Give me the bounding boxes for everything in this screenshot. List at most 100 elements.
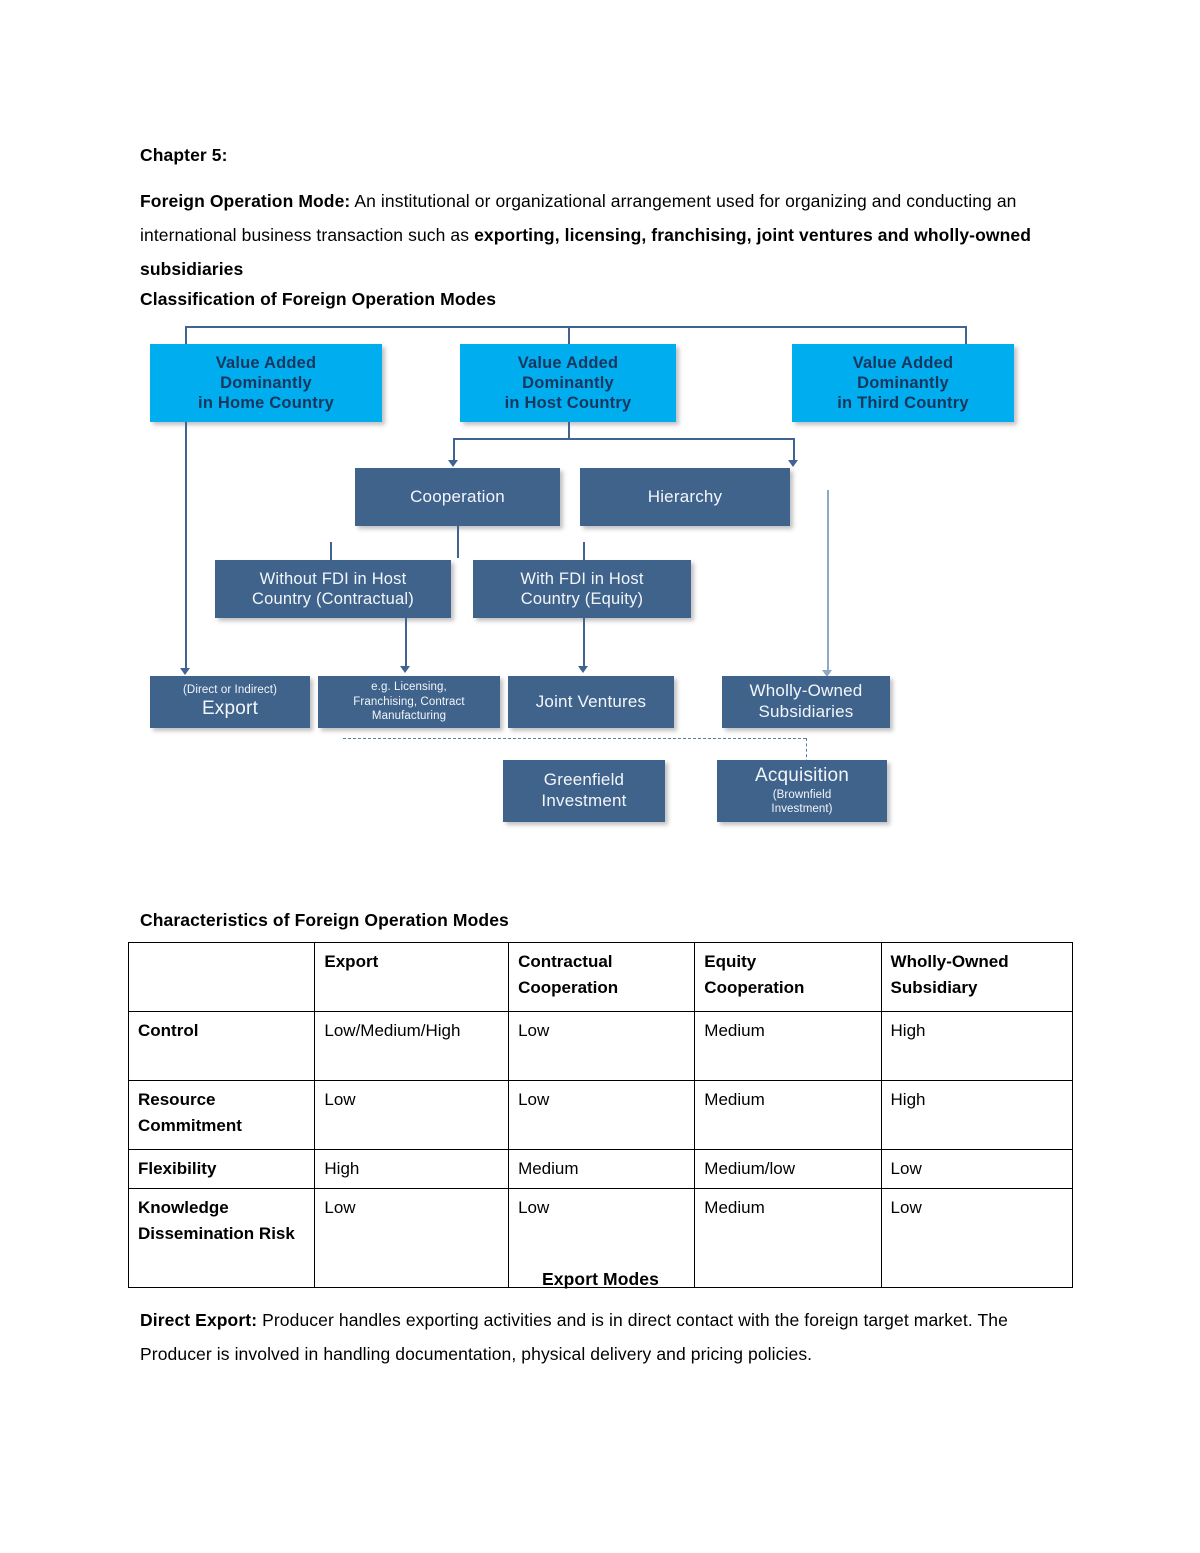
node-greenfield-investment[interactable]: Greenfield Investment (503, 760, 665, 822)
node-line: (Brownfield (772, 788, 832, 801)
node-wholly-owned-subsidiaries[interactable]: Wholly-Owned Subsidiaries (722, 676, 890, 728)
node-cooperation[interactable]: Cooperation (355, 468, 560, 526)
connector-third-to-wholly-owned (827, 490, 829, 672)
node-line: Value Added (215, 353, 317, 372)
connector-top-to-home (185, 326, 187, 356)
direct-export-paragraph: Direct Export: Producer handles exportin… (140, 1303, 1060, 1371)
header-line-1: Wholly-Owned (890, 952, 1009, 971)
node-line: Country (Contractual) (252, 590, 414, 608)
connector-with-fdi-to-joint-ventures (583, 618, 585, 668)
table-cell: Low (508, 1188, 696, 1288)
direct-export-label: Direct Export: (140, 1310, 258, 1330)
table-cell: High (880, 1011, 1074, 1081)
connector-to-without-fdi (330, 542, 332, 564)
table-cell: Medium (694, 1080, 882, 1150)
table-cell: High (880, 1080, 1074, 1150)
table-header-equity-cooperation: Equity Cooperation (694, 942, 882, 1012)
export-modes-heading: Export Modes (542, 1269, 659, 1289)
table-header-row: Export Contractual Cooperation Equity Co… (127, 942, 1074, 1012)
arrow-host-to-cooperation (448, 460, 458, 467)
node-value-added-third-country[interactable]: Value Added Dominantly in Third Country (792, 344, 1014, 422)
table-row-label-flexibility: Flexibility (127, 1149, 316, 1189)
node-without-fdi-contractual[interactable]: Without FDI in Host Country (Contractual… (215, 560, 451, 618)
table-row: Flexibility High Medium Medium/low Low (127, 1149, 1074, 1189)
node-line: Value Added (517, 353, 619, 372)
node-line: Manufacturing (371, 710, 447, 723)
header-line-2: Cooperation (518, 978, 619, 997)
node-with-fdi-equity[interactable]: With FDI in Host Country (Equity) (473, 560, 691, 618)
connector-top-bus (185, 326, 967, 328)
intro-paragraph: Foreign Operation Mode: An institutional… (140, 184, 1060, 286)
connector-to-with-fdi (583, 542, 585, 564)
node-export-sublabel: (Direct or Indirect) (182, 684, 278, 697)
connector-host-to-hierarchy (793, 438, 795, 462)
arrow-host-to-hierarchy (788, 460, 798, 467)
intro-body-text: An institutional or organizational arran… (140, 191, 1017, 245)
node-joint-ventures[interactable]: Joint Ventures (508, 676, 674, 728)
node-line: Dominantly (522, 373, 614, 392)
header-line-1: Equity (704, 952, 757, 971)
table-cell: Low (508, 1080, 696, 1150)
connector-cooperation-stem (457, 526, 459, 558)
table-cell: Medium (508, 1149, 696, 1189)
table-header-wholly-owned-subsidiary: Wholly-Owned Subsidiary (880, 942, 1074, 1012)
node-line: Subsidiaries (758, 702, 854, 721)
table-cell: Low/Medium/High (314, 1011, 510, 1081)
header-line-2: Cooperation (704, 978, 805, 997)
node-line: Dominantly (857, 373, 949, 392)
node-line: e.g. Licensing, (371, 680, 447, 693)
node-acquisition-brownfield[interactable]: Acquisition (Brownfield Investment) (717, 760, 887, 822)
connector-host-to-cooperation (453, 438, 455, 462)
table-header-blank (127, 942, 316, 1012)
arrow-third-to-wholly-owned (822, 670, 832, 677)
node-line: Dominantly (220, 373, 312, 392)
table-row: Resource Commitment Low Low Medium High (127, 1080, 1074, 1150)
table-cell: Medium (694, 1188, 882, 1288)
node-line: Franchising, Contract (353, 695, 465, 708)
connector-home-to-export (185, 422, 187, 670)
node-contractual-examples[interactable]: e.g. Licensing, Franchising, Contract Ma… (318, 676, 500, 728)
foreign-operation-mode-label: Foreign Operation Mode: (140, 191, 351, 211)
node-line: Country (Equity) (520, 590, 644, 608)
arrow-with-fdi-to-joint-ventures (578, 666, 588, 673)
table-row: Control Low/Medium/High Low Medium High (127, 1011, 1074, 1081)
characteristics-heading: Characteristics of Foreign Operation Mod… (140, 910, 509, 930)
direct-export-body: Producer handles exporting activities an… (140, 1310, 1008, 1364)
connector-without-fdi-to-licensing (405, 618, 407, 668)
connector-dashed-horizontal (343, 738, 806, 739)
classification-heading: Classification of Foreign Operation Mode… (140, 289, 497, 309)
arrow-without-fdi-to-licensing (400, 666, 410, 673)
characteristics-table: Export Contractual Cooperation Equity Co… (127, 942, 1074, 1288)
table-row-label-control: Control (127, 1011, 316, 1081)
node-line: Wholly-Owned (749, 681, 863, 701)
table-row: Knowledge Dissemination Risk Low Low Med… (127, 1188, 1074, 1288)
table-cell: Medium/low (694, 1149, 882, 1189)
node-line: in Host Country (504, 394, 632, 413)
node-export-label: Export (201, 697, 259, 719)
arrow-home-to-export (180, 668, 190, 675)
connector-top-to-third (965, 326, 967, 356)
chapter-title-text: Chapter 5: (140, 145, 228, 165)
foreign-operation-modes-diagram: Value Added Dominantly in Home Country V… (140, 318, 1040, 838)
node-export[interactable]: (Direct or Indirect) Export (150, 676, 310, 728)
node-value-added-home-country[interactable]: Value Added Dominantly in Home Country (150, 344, 382, 422)
table-cell: Medium (694, 1011, 882, 1081)
intro-bold-tail: exporting, licensing, franchising, joint… (140, 225, 1032, 279)
node-line: Value Added (852, 353, 954, 372)
table-cell: Low (880, 1149, 1074, 1189)
header-line-1: Contractual (518, 952, 613, 971)
node-value-added-host-country[interactable]: Value Added Dominantly in Host Country (460, 344, 676, 422)
connector-host-stem (568, 422, 570, 438)
table-row-label-knowledge-dissemination-risk: Knowledge Dissemination Risk (127, 1188, 316, 1288)
table-cell: Low (314, 1188, 510, 1288)
table-cell: High (314, 1149, 510, 1189)
node-line: Investment (541, 791, 627, 810)
node-line: in Third Country (837, 394, 969, 413)
connector-top-to-host (568, 326, 570, 356)
node-hierarchy[interactable]: Hierarchy (580, 468, 790, 526)
table-header-contractual-cooperation: Contractual Cooperation (508, 942, 696, 1012)
node-line: Without FDI in Host (259, 569, 407, 588)
node-acquisition-label: Acquisition (754, 764, 850, 786)
connector-dashed-to-acquisition (806, 738, 807, 768)
